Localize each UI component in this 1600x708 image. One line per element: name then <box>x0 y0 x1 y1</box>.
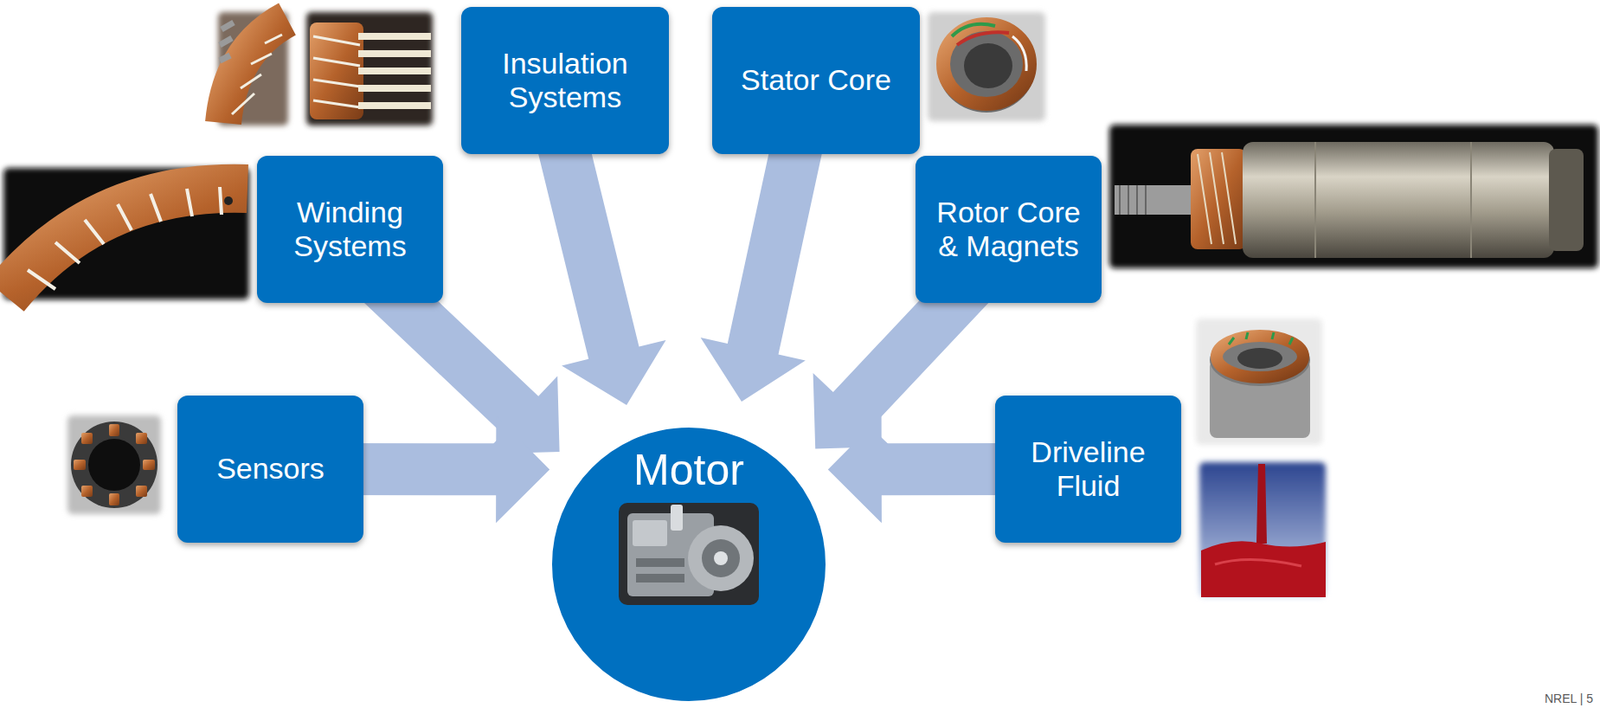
box-label: Sensors <box>216 451 325 486</box>
sensor-photo <box>67 415 161 515</box>
box-label: Winding Systems <box>269 195 431 264</box>
housing-photo <box>1195 318 1323 445</box>
process-box: Insulation Systems <box>461 6 669 155</box>
fluid-photo <box>1199 462 1326 598</box>
box-label: Driveline Fluid <box>1008 435 1169 503</box>
process-box: Driveline Fluid <box>995 395 1182 543</box>
motor-photo <box>615 497 763 609</box>
box-label: Stator Core <box>740 63 892 97</box>
box-label: Insulation Systems <box>474 46 656 115</box>
hairpin-photo <box>306 12 433 126</box>
process-box: Sensors <box>177 395 364 543</box>
process-box: Winding Systems <box>257 155 444 303</box>
box-label: Rotor Core & Magnets <box>928 195 1089 264</box>
winding-photo-small <box>218 12 289 126</box>
circle-title: Motor <box>547 423 830 496</box>
motor-circle: Motor <box>547 423 830 706</box>
process-box: Stator Core <box>712 6 920 155</box>
footer-label: NREL | 5 <box>1544 691 1594 706</box>
rotor-motor-photo <box>1109 124 1599 269</box>
process-box: Rotor Core & Magnets <box>915 155 1102 303</box>
winding-photo-large <box>3 167 250 300</box>
stator-photo <box>927 12 1046 122</box>
